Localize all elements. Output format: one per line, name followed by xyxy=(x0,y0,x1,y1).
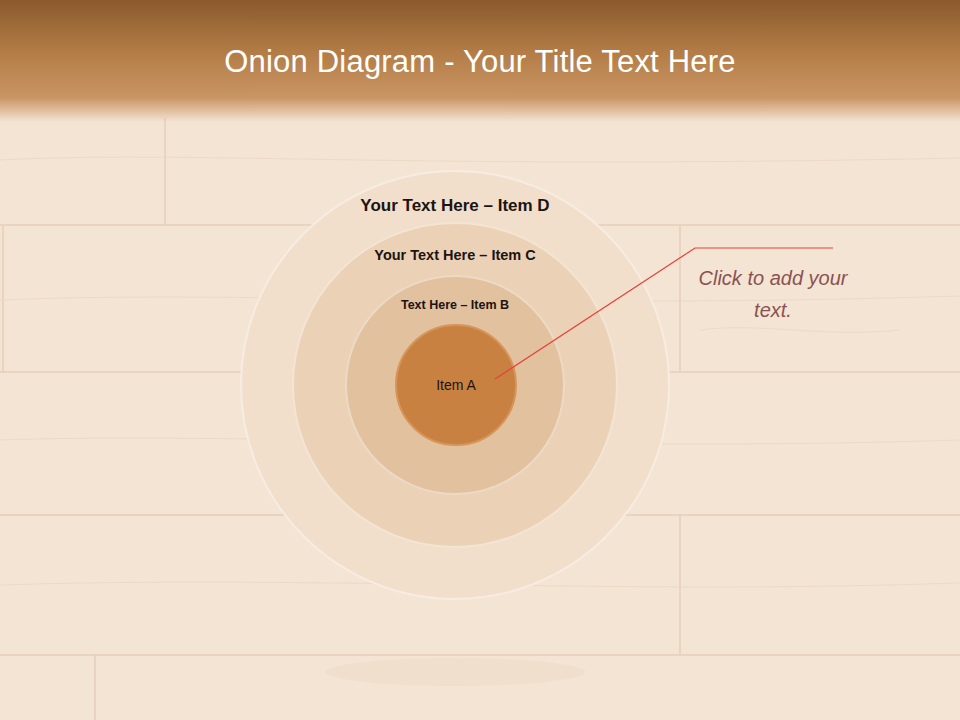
plank-joints xyxy=(0,118,960,720)
middle-ring: Your Text Here – Item C Text Here – Item … xyxy=(292,222,618,548)
slide-title: Onion Diagram - Your Title Text Here xyxy=(224,44,735,80)
outer-ring: Your Text Here – Item D Your Text Here – … xyxy=(240,170,670,600)
outer-ring-fill xyxy=(241,171,669,599)
ring-label: Your Text Here – Item D xyxy=(360,196,549,216)
core-circle-fill xyxy=(396,325,516,445)
inner-ring: Text Here – Item B Item A xyxy=(345,275,565,495)
callout-text: Click to add your text. xyxy=(693,262,853,326)
core-circle: Item A xyxy=(395,324,517,446)
callout-box: Click to add your text. xyxy=(693,262,853,326)
middle-ring-fill xyxy=(293,223,617,547)
title-band: Onion Diagram - Your Title Text Here xyxy=(0,0,960,122)
ring-label: Item A xyxy=(436,377,476,393)
ring-label: Text Here – Item B xyxy=(401,298,509,312)
inner-ring-fill xyxy=(346,276,564,494)
ring-label: Your Text Here – Item C xyxy=(374,247,535,264)
reflection xyxy=(325,658,585,686)
